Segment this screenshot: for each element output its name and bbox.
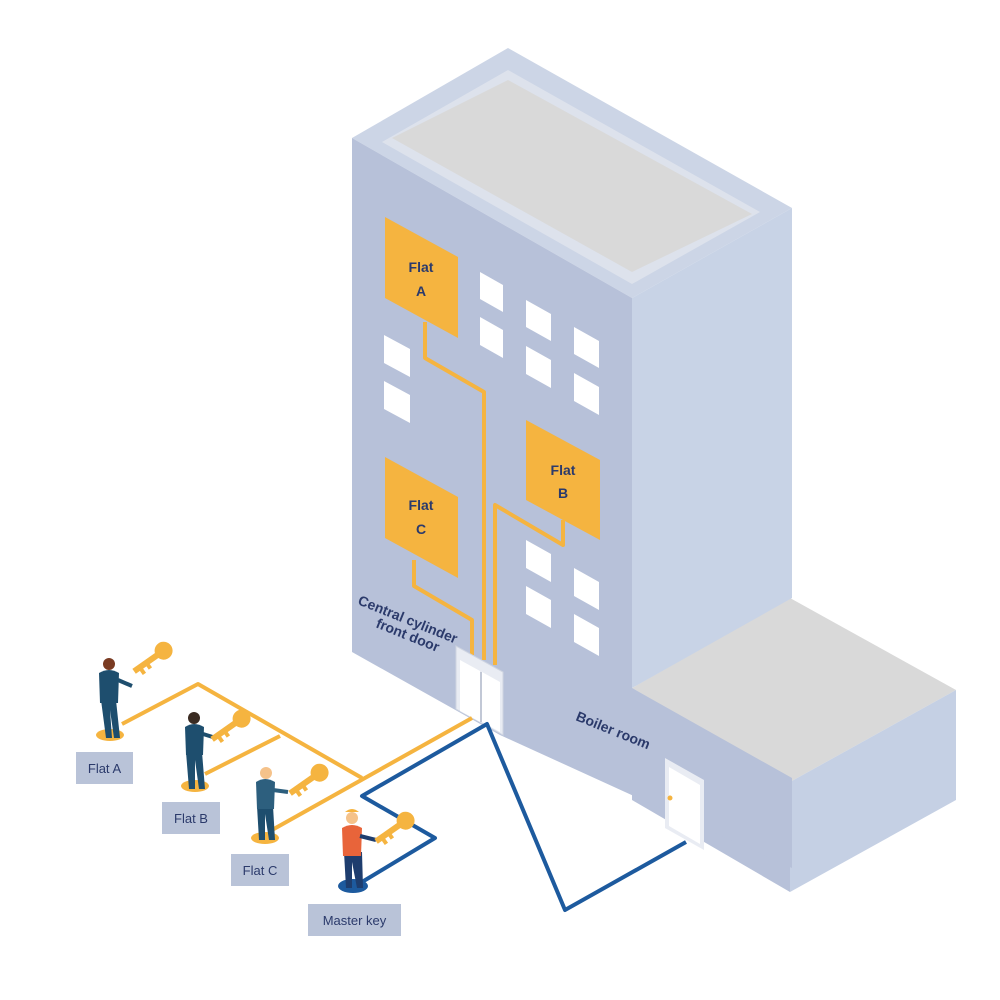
label-flat-b: Flat B (162, 802, 220, 834)
window (526, 346, 551, 388)
flat-c-box: Flat C (385, 457, 458, 578)
window (574, 327, 599, 368)
flat-b-key-line (493, 503, 565, 665)
central-cylinder-front-door[interactable] (455, 645, 504, 736)
window (526, 540, 551, 582)
person-flat-a (96, 641, 173, 741)
window (526, 300, 551, 341)
window (480, 272, 503, 312)
flat-a-path (121, 682, 363, 780)
flat-b-box-label: Flat (551, 462, 576, 478)
window (384, 381, 410, 423)
boiler-room-door[interactable] (665, 758, 704, 850)
person-master-key (338, 809, 415, 893)
window (384, 335, 410, 377)
flat-c-box-label: Flat (409, 497, 434, 513)
flat-a-box-label: Flat (409, 259, 434, 275)
person-flat-c (251, 763, 329, 844)
window (574, 568, 599, 610)
flat-b-box: Flat B (526, 420, 600, 540)
key-lines-outside (121, 682, 473, 832)
label-flat-c: Flat C (231, 854, 289, 886)
window (574, 614, 599, 656)
flat-c-key-line (412, 560, 474, 655)
flat-c-box-letter: C (416, 521, 426, 537)
label-master-key: Master key (308, 904, 401, 936)
key-icon (288, 763, 329, 798)
flat-a-box-letter: A (416, 283, 426, 299)
key-lines-building (412, 322, 565, 665)
window (526, 586, 551, 628)
windows (384, 272, 599, 656)
window (480, 317, 503, 358)
master-key-line (360, 722, 687, 912)
person-flat-b (181, 709, 251, 792)
flat-c-path (271, 716, 473, 832)
door-handle-icon (667, 795, 673, 801)
flat-b-box-letter: B (558, 485, 568, 501)
key-icon (374, 811, 415, 846)
flat-b-path (204, 734, 281, 776)
window (574, 373, 599, 415)
key-icon (132, 641, 173, 676)
flat-a-box: Flat A (385, 217, 458, 338)
flat-a-key-line (423, 322, 486, 660)
label-flat-a: Flat A (76, 752, 133, 784)
key-icon (210, 709, 251, 744)
